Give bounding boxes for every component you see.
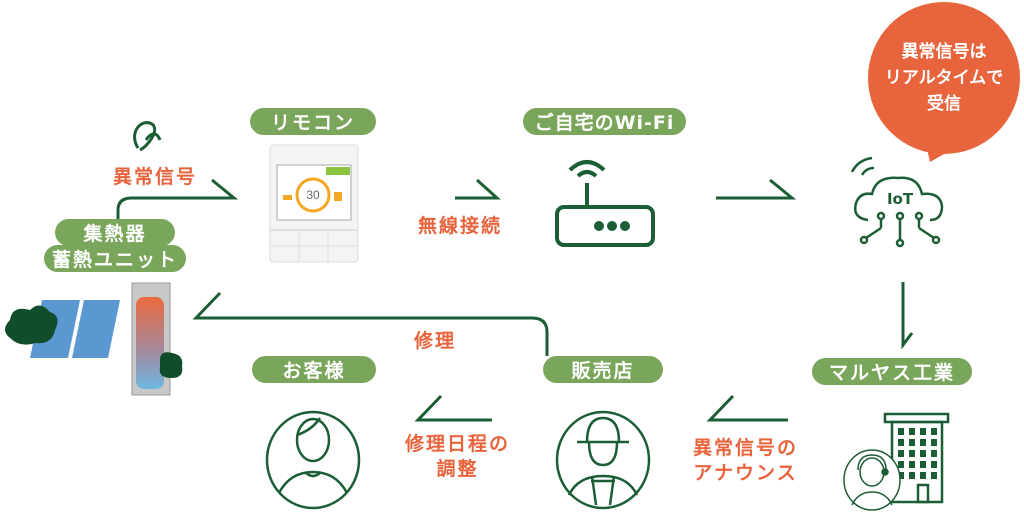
iot-cloud-icon bbox=[850, 156, 944, 248]
dealer-icon bbox=[555, 410, 651, 510]
window bbox=[898, 439, 904, 446]
window bbox=[898, 461, 904, 468]
router-icon bbox=[555, 160, 655, 247]
window bbox=[920, 472, 926, 479]
node-maker: マルヤス工業 bbox=[812, 358, 972, 385]
iot-arrow bbox=[716, 178, 797, 200]
node-remote: リモコン bbox=[250, 108, 376, 135]
label-schedule-line1: 修理日程の bbox=[404, 433, 510, 455]
remote-controller-icon: 30 bbox=[269, 144, 359, 263]
label-schedule: 修理日程の 調整 bbox=[390, 432, 525, 482]
window bbox=[909, 428, 915, 435]
repair-arrow bbox=[192, 291, 549, 356]
down-arrow bbox=[901, 282, 914, 350]
window bbox=[898, 450, 904, 457]
window bbox=[909, 472, 915, 479]
label-schedule-line2: 調整 bbox=[436, 458, 479, 480]
solar-collector-icon bbox=[5, 300, 120, 358]
node-customer: お客様 bbox=[252, 356, 376, 383]
label-announce: 異常信号の アナウンス bbox=[678, 436, 813, 486]
window bbox=[931, 428, 937, 435]
window bbox=[931, 472, 937, 479]
iot-label: IoT bbox=[887, 190, 914, 208]
operator-icon bbox=[843, 449, 901, 511]
announce-arrow bbox=[706, 394, 788, 422]
bubble-line2: リアルタイムで bbox=[884, 68, 1004, 88]
storage-tank-icon bbox=[131, 282, 183, 396]
window bbox=[931, 450, 937, 457]
node-storage: 蓄熱ユニット bbox=[44, 245, 186, 272]
node-wifi: ご自宅のWi-Fi bbox=[523, 108, 686, 135]
window bbox=[920, 461, 926, 468]
svg-text:30: 30 bbox=[306, 188, 320, 202]
bubble-line1: 異常信号は bbox=[901, 42, 987, 62]
realtime-bubble: 異常信号は リアルタイムで 受信 bbox=[868, 2, 1020, 154]
node-dealer: 販売店 bbox=[543, 356, 663, 383]
window bbox=[909, 439, 915, 446]
label-announce-line2: アナウンス bbox=[693, 462, 798, 484]
customer-icon bbox=[265, 410, 361, 510]
window bbox=[931, 461, 937, 468]
signal-scribble-icon bbox=[133, 121, 162, 152]
label-signal: 異常信号 bbox=[112, 166, 197, 188]
signal-arrow bbox=[116, 178, 239, 220]
label-announce-line1: 異常信号の bbox=[692, 437, 798, 459]
node-collector: 集熱器 bbox=[55, 219, 175, 246]
schedule-arrow bbox=[414, 394, 492, 422]
window bbox=[931, 439, 937, 446]
wireless-arrow bbox=[455, 178, 501, 200]
window bbox=[920, 439, 926, 446]
label-repair: 修理 bbox=[413, 330, 456, 352]
window bbox=[920, 450, 926, 457]
window bbox=[909, 461, 915, 468]
label-wireless: 無線接続 bbox=[417, 215, 502, 237]
window bbox=[909, 450, 915, 457]
window bbox=[898, 472, 904, 479]
bubble-line3: 受信 bbox=[927, 94, 961, 114]
window bbox=[920, 428, 926, 435]
window bbox=[898, 428, 904, 435]
building-windows bbox=[898, 428, 937, 479]
